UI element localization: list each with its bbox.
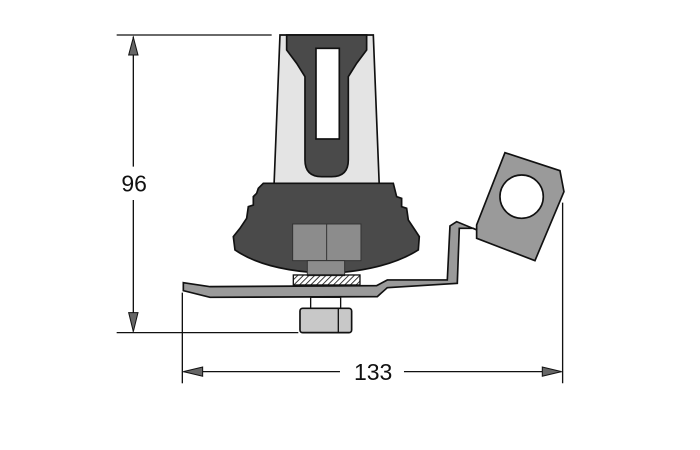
washer: [292, 274, 361, 286]
arrow-down-icon: [128, 312, 139, 332]
bolt-shank: [306, 260, 346, 277]
cable-lug: [475, 151, 565, 262]
lug-hole: [499, 174, 545, 220]
arrow-left-icon: [183, 366, 204, 377]
insulator: [273, 34, 381, 188]
nut: [299, 307, 353, 334]
bolt-under-plate: [309, 296, 342, 310]
arrow-up-icon: [128, 35, 139, 56]
arrow-right-icon: [541, 366, 562, 377]
width-dimension: 133: [183, 359, 562, 385]
height-label: 96: [121, 171, 147, 197]
width-label: 133: [354, 359, 392, 385]
height-dimension: 96: [121, 35, 147, 332]
